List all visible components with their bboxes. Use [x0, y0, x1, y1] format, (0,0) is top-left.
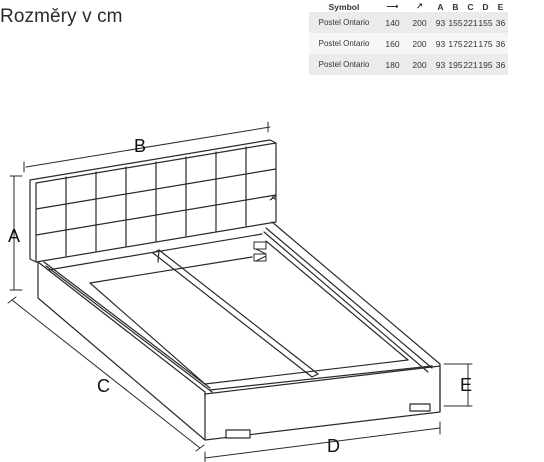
cell-length: 200 — [406, 33, 433, 54]
row-name: Postel Ontario — [309, 33, 379, 54]
row-name: Postel Ontario — [309, 12, 379, 33]
table-row: Postel Ontario 140 200 93 155 221 155 36 — [309, 12, 508, 33]
cell-e: 36 — [493, 33, 508, 54]
table-row: Postel Ontario 160 200 93 175 221 175 36 — [309, 33, 508, 54]
label-e: E — [460, 375, 472, 395]
cell-length: 200 — [406, 12, 433, 33]
cell-b: 155 — [448, 12, 463, 33]
header-b: B — [452, 2, 459, 12]
page-title: Rozměry v cm — [0, 6, 123, 27]
row-name: Postel Ontario — [309, 54, 379, 75]
cell-a: 93 — [433, 33, 448, 54]
header-d: D — [482, 2, 489, 12]
table-header-row: Symbol ⟶ ↗ A B C D E — [309, 0, 508, 12]
lift-mechanism — [253, 241, 267, 262]
cell-width: 160 — [379, 33, 406, 54]
header-e: E — [497, 2, 504, 12]
cell-width: 180 — [379, 54, 406, 75]
dimensions-table: Symbol ⟶ ↗ A B C D E Postel Ontario 140 … — [309, 0, 508, 75]
header-width-arrow: ⟶ — [386, 1, 399, 11]
cell-d: 175 — [478, 33, 493, 54]
header-c: C — [467, 2, 474, 12]
cell-b: 175 — [448, 33, 463, 54]
label-a: A — [8, 226, 20, 246]
cell-b: 195 — [448, 54, 463, 75]
cell-a: 93 — [433, 12, 448, 33]
label-b: B — [134, 136, 146, 156]
header-length-arrow: ↗ — [415, 1, 424, 11]
cell-e: 36 — [493, 12, 508, 33]
cell-c: 221 — [463, 33, 478, 54]
headboard — [29, 139, 277, 263]
label-small-a: A — [271, 195, 276, 202]
bed-frame — [37, 221, 441, 441]
cell-length: 200 — [406, 54, 433, 75]
cell-d: 155 — [478, 12, 493, 33]
table-row: Postel Ontario 180 200 93 195 221 195 36 — [309, 54, 508, 75]
header-symbol: Symbol — [328, 2, 360, 12]
header-a: A — [437, 2, 444, 12]
label-c: C — [97, 376, 110, 396]
dimension-lines — [7, 121, 473, 462]
cell-a: 93 — [433, 54, 448, 75]
cell-c: 221 — [463, 54, 478, 75]
cell-e: 36 — [493, 54, 508, 75]
bed-dimension-drawing: B A C D E A — [7, 121, 473, 462]
label-d: D — [327, 436, 340, 456]
cell-width: 140 — [379, 12, 406, 33]
cell-d: 195 — [478, 54, 493, 75]
cell-c: 221 — [463, 12, 478, 33]
